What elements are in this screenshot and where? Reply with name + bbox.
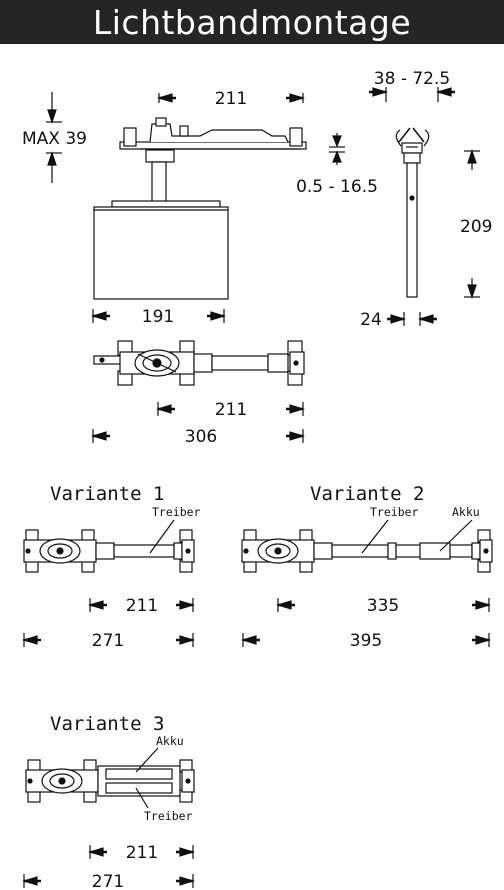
variant-1-drawing (23, 519, 195, 573)
front-view (46, 92, 307, 300)
dim-label-rail-thickness: 0.5 - 16.5 (296, 177, 378, 197)
dim-label-housing-width: 191 (142, 307, 174, 327)
variant-3-drawing (25, 747, 195, 809)
dim-label-max-height: MAX 39 (22, 129, 87, 149)
variant-2-battery-label: Akku (452, 505, 480, 519)
variant-2-driver-label: Treiber (370, 505, 419, 519)
side-view (329, 87, 480, 326)
variant-1-outer-dim: 271 (92, 631, 124, 651)
page-title: Lichtbandmontage (0, 0, 504, 44)
technical-drawing: 211 38 - 72.5 MAX 39 0.5 - 16.5 209 191 … (21, 69, 493, 890)
variant-3-inner-dim: 211 (126, 843, 158, 863)
dim-housing-width (90, 309, 227, 323)
dim-label-side-width: 24 (360, 310, 382, 330)
variant-2-drawing (241, 519, 493, 573)
dim-plan-outer (90, 429, 306, 443)
variant-3-outer-dim: 271 (92, 872, 124, 890)
variant-3-dims (21, 845, 196, 888)
plan-view (93, 340, 305, 386)
dim-label-plan-inner: 211 (215, 400, 247, 420)
variant-1-dims (21, 598, 196, 647)
variant-1-driver-label: Treiber (152, 505, 201, 519)
variant-3-title: Variante 3 (50, 713, 164, 735)
dim-plan-inner (155, 402, 306, 416)
dim-label-clip-range: 38 - 72.5 (374, 69, 450, 89)
variant-2-title: Variante 2 (310, 483, 424, 505)
variant-3-battery-label: Akku (156, 734, 184, 748)
variant-1-title: Variante 1 (50, 483, 164, 505)
variant-1-inner-dim: 211 (126, 596, 158, 616)
dim-label-pendant-height: 209 (460, 217, 492, 237)
variant-3-driver-label: Treiber (144, 809, 193, 823)
variant-2-dims (240, 598, 492, 647)
variant-2-inner-dim: 335 (367, 596, 399, 616)
variant-2-outer-dim: 395 (350, 631, 382, 651)
dim-label-plan-outer: 306 (185, 427, 217, 447)
dim-label-width-top: 211 (215, 89, 247, 109)
